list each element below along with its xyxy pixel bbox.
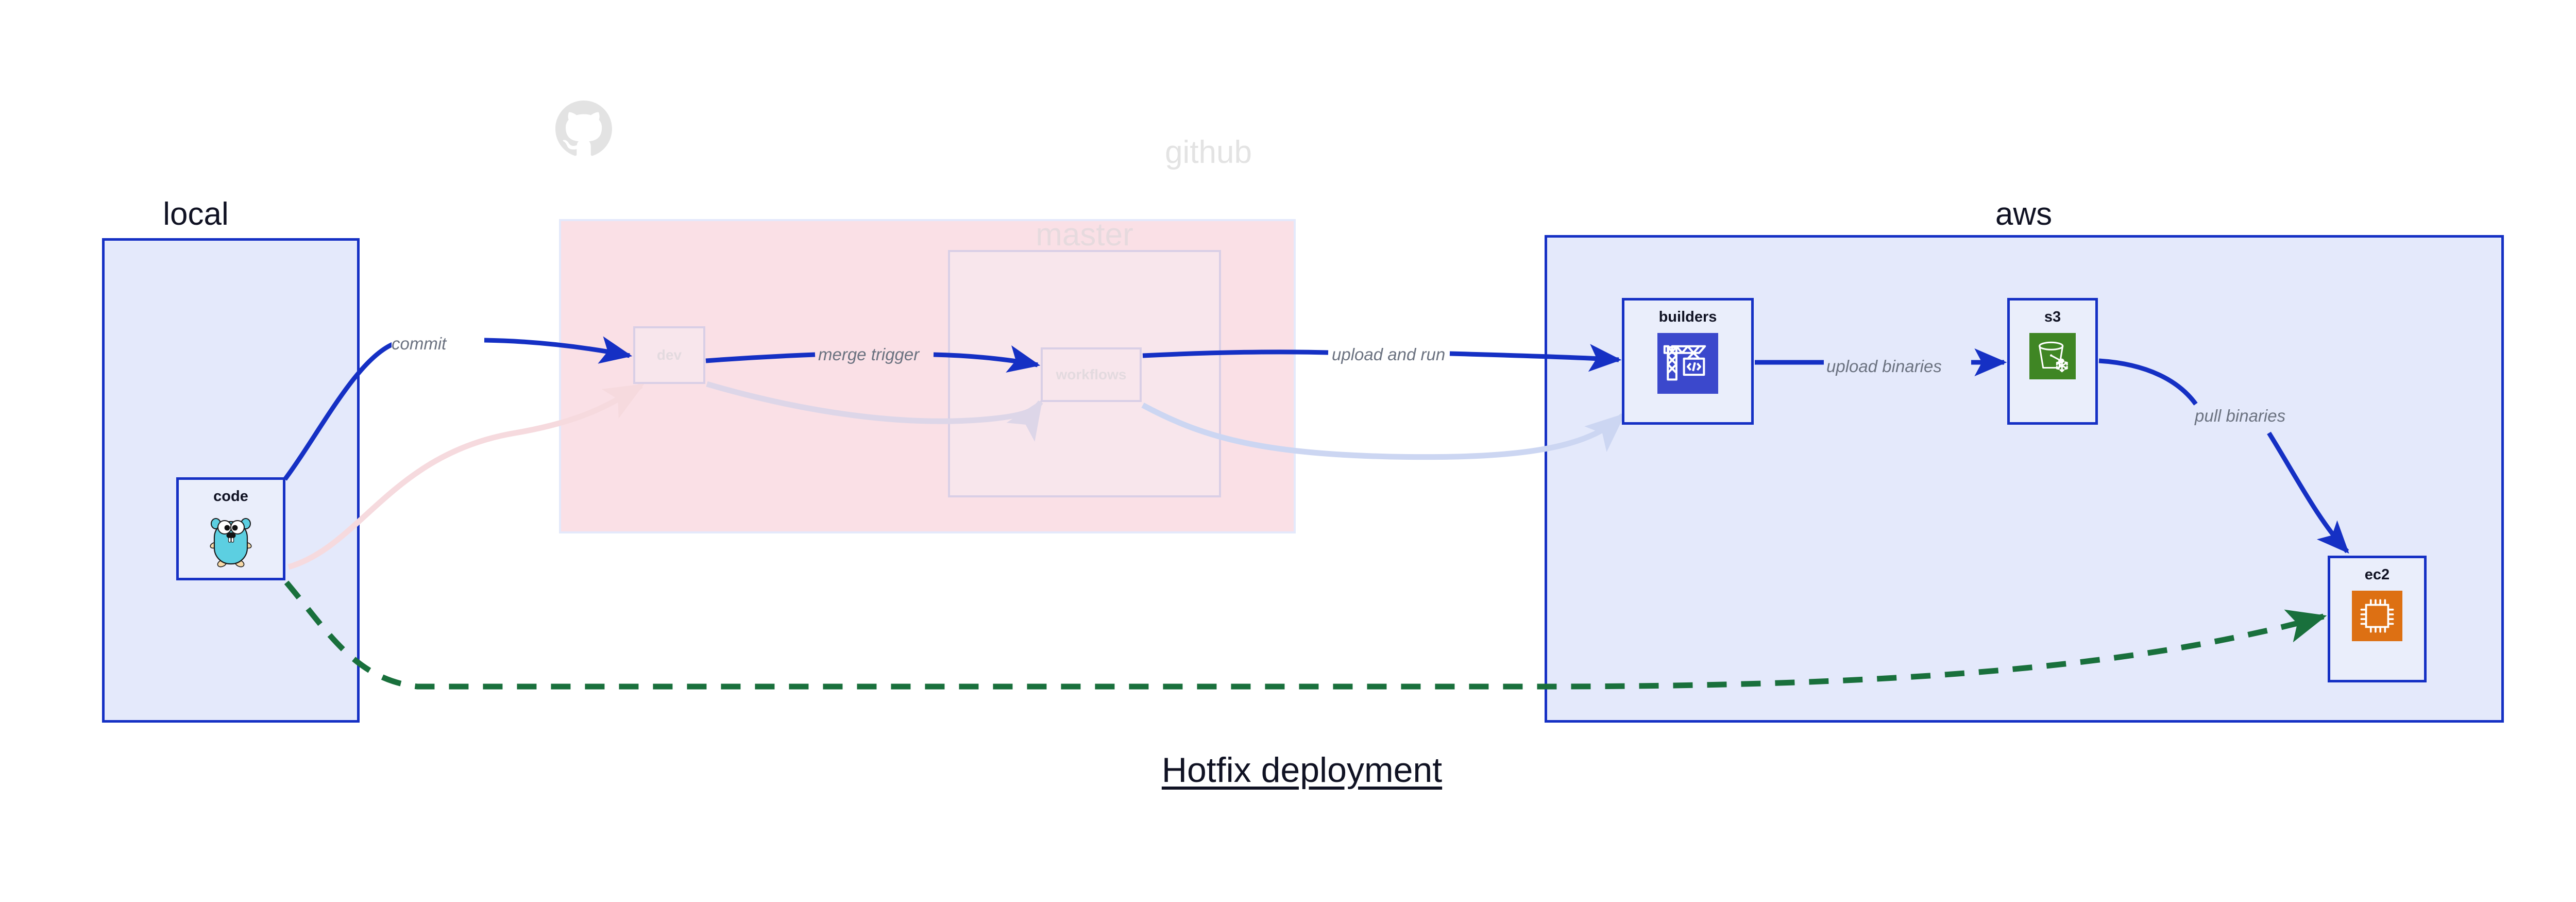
aws-codebuild-icon bbox=[1657, 333, 1718, 394]
diagram-title: Hotfix deployment bbox=[1161, 750, 1443, 790]
node-builders[interactable]: builders bbox=[1622, 298, 1754, 425]
node-ec2[interactable]: ec2 bbox=[2328, 556, 2427, 682]
group-label-aws: aws bbox=[1995, 196, 2053, 232]
go-gopher-icon bbox=[209, 512, 253, 571]
group-label-master: master bbox=[1036, 217, 1133, 253]
edge-label-upload-and-run: upload and run bbox=[1332, 345, 1446, 364]
aws-s3-bucket-icon bbox=[2029, 333, 2076, 379]
node-s3[interactable]: s3 bbox=[2007, 298, 2098, 425]
edge-label-pull-binaries: pull binaries bbox=[2195, 406, 2286, 425]
group-label-github: github bbox=[1165, 135, 1252, 170]
node-dev[interactable]: dev bbox=[633, 326, 705, 384]
node-title-code: code bbox=[213, 488, 248, 505]
edge-label-merge-trigger: merge trigger bbox=[818, 345, 920, 364]
group-label-local: local bbox=[163, 196, 229, 232]
aws-ec2-chip-icon bbox=[2352, 591, 2402, 641]
node-title-dev: dev bbox=[656, 347, 682, 363]
node-title-ec2: ec2 bbox=[2364, 566, 2390, 583]
node-workflows[interactable]: workflows bbox=[1041, 347, 1142, 402]
github-octocat-icon bbox=[555, 101, 612, 157]
node-title-builders: builders bbox=[1658, 309, 1717, 325]
edge-label-commit: commit bbox=[392, 334, 447, 353]
node-title-workflows: workflows bbox=[1056, 366, 1127, 382]
edge-label-upload-binaries: upload binaries bbox=[1826, 357, 1942, 376]
node-title-s3: s3 bbox=[2044, 309, 2061, 325]
node-code[interactable]: code bbox=[176, 477, 285, 580]
